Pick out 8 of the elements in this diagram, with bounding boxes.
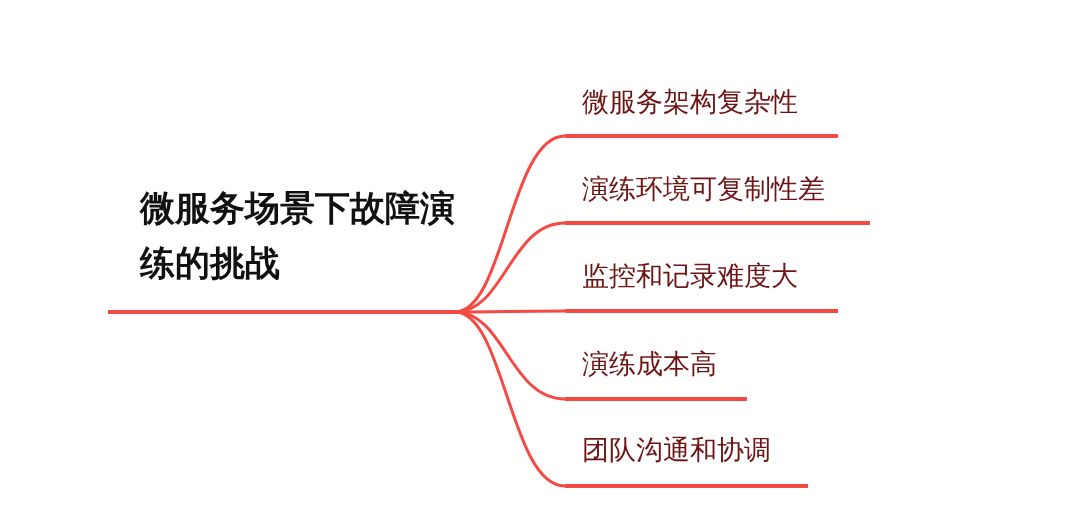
topic-heading: 微服务场景下故障演练的挑战 — [108, 173, 455, 314]
branch-label: 演练环境可复制性差 — [565, 165, 870, 225]
branch-label: 微服务架构复杂性 — [565, 78, 838, 138]
branch-connector — [455, 309, 565, 314]
branch-label: 演练成本高 — [565, 340, 747, 401]
branch-label: 团队沟通和协调 — [565, 426, 808, 488]
branch-label: 监控和记录难度大 — [565, 252, 838, 313]
branch-connector — [454, 310, 566, 488]
